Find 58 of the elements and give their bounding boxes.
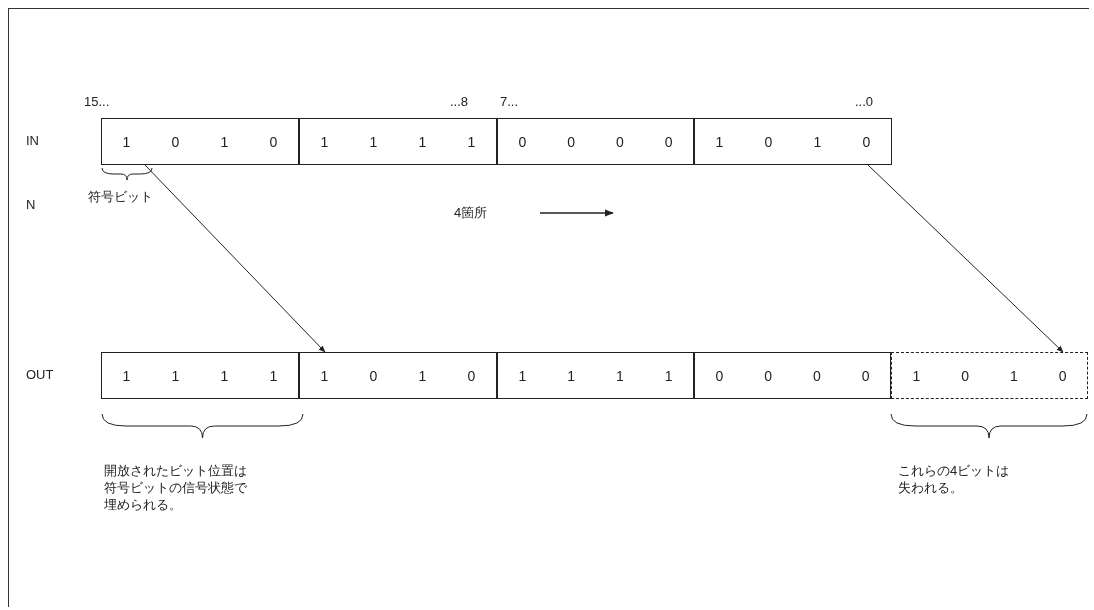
- bit-value: 0: [1058, 367, 1067, 384]
- bit-value: 0: [664, 133, 673, 150]
- bit-value: 0: [269, 133, 278, 150]
- bit-value: 0: [961, 367, 969, 384]
- bit-value: 1: [320, 133, 329, 150]
- bit-value: 1: [664, 367, 673, 384]
- annotation: 開放されたビット位置は符号ビットの信号状態で埋められる。: [104, 462, 248, 513]
- bit-value: 0: [861, 367, 870, 384]
- bit-value: 0: [812, 367, 821, 384]
- annotation: 符号ビット: [88, 188, 153, 205]
- row-label: N: [26, 196, 36, 213]
- bit-value: 0: [764, 367, 772, 384]
- bit-value: 1: [369, 133, 378, 150]
- bit-value: 1: [467, 133, 476, 150]
- bit-value: 1: [171, 367, 180, 384]
- bit-number: ...8: [450, 93, 469, 110]
- bit-value: 0: [715, 367, 724, 384]
- bit-value: 1: [715, 133, 724, 150]
- bit-value: 1: [122, 133, 131, 150]
- bit-field: [101, 352, 299, 399]
- bit-value: 0: [764, 133, 773, 150]
- bit-value: 1: [320, 367, 329, 384]
- bit-field: [299, 118, 497, 165]
- row-label: OUT: [26, 366, 54, 383]
- bit-value: 0: [369, 367, 378, 384]
- bit-value: 1: [122, 367, 131, 384]
- bit-number: ...0: [855, 93, 874, 110]
- bit-value: 1: [518, 367, 527, 384]
- bit-number: 7...: [500, 93, 519, 110]
- bit-field: [694, 352, 891, 399]
- bit-value: 1: [615, 367, 624, 384]
- row-label: IN: [26, 132, 39, 149]
- annotation: これらの4ビットは失われる。: [898, 462, 1011, 496]
- bit-value: 1: [220, 367, 229, 384]
- bit-value: 1: [418, 133, 427, 150]
- bit-field: [299, 352, 497, 399]
- bit-field: [497, 352, 694, 399]
- bit-value: 0: [862, 133, 871, 150]
- bit-value: 0: [567, 133, 575, 150]
- annotation: 4箇所: [454, 204, 488, 221]
- arrow: [867, 164, 1064, 353]
- bit-value: 1: [220, 133, 229, 150]
- bit-number: 15...: [84, 93, 110, 110]
- bit-value: 1: [912, 367, 921, 384]
- bit-value: 0: [171, 133, 180, 150]
- bit-value: 1: [269, 367, 278, 384]
- bit-field: [101, 118, 299, 165]
- bit-value: 1: [813, 133, 822, 150]
- bit-value: 1: [1009, 367, 1018, 384]
- bit-value: 0: [467, 367, 476, 384]
- bit-value: 1: [567, 367, 575, 384]
- bit-value: 0: [518, 133, 527, 150]
- bit-value: 1: [418, 367, 427, 384]
- bit-field: [891, 352, 1088, 399]
- bit-field: [497, 118, 694, 165]
- bit-value: 0: [615, 133, 624, 150]
- bit-field: [694, 118, 892, 165]
- arrow: [144, 164, 326, 353]
